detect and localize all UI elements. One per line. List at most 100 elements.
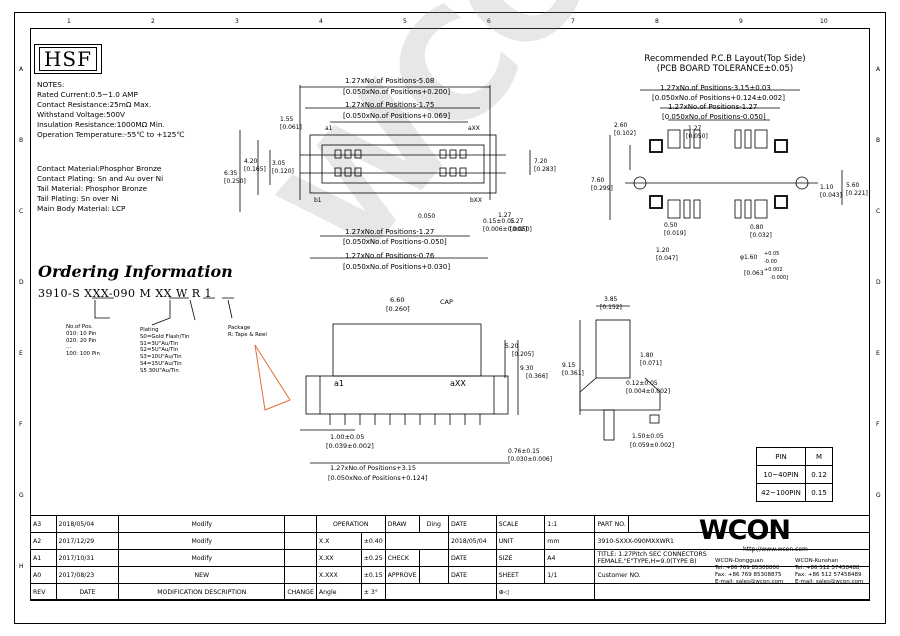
zone-side-e-right: E: [876, 350, 880, 357]
pcb-dim: [0.050]: [686, 133, 708, 140]
dim-text: 0.050: [418, 213, 436, 220]
note-line: Operation Temperature:-55℃ to +125℃: [37, 130, 185, 140]
leader-line: [94, 300, 110, 319]
pcb-dim: [0.063: [744, 270, 764, 277]
zone-side-d-right: D: [876, 279, 881, 286]
pcb-dim: 1.27: [688, 125, 702, 132]
position-option: ...: [66, 344, 72, 351]
plating-option: S1=3U"Au/Tin: [140, 340, 179, 347]
front-dim: 9.30: [520, 365, 534, 372]
office-right-email[interactable]: E-mail: sales@wcon.com: [795, 579, 864, 585]
plating-option: S3=10U"Au/Tin: [140, 354, 182, 361]
dim-text: 1.27xNo.of Positions-1.27: [345, 228, 435, 236]
pin-label: a1: [325, 125, 333, 132]
part-no-label: PART NO.: [594, 515, 629, 533]
pcb-dim: 1.10: [820, 184, 834, 191]
empty-cell: [418, 566, 450, 584]
pcb-pads: [649, 129, 788, 219]
package-list: Package R: Tape & Reel: [228, 325, 267, 339]
side-dim: [0.059±0.002]: [630, 442, 675, 449]
zone-top-10: 10: [820, 18, 828, 25]
scale-label: SCALE: [495, 515, 546, 533]
angle-value: ± 3°: [360, 583, 386, 601]
front-view-pins: [329, 414, 481, 425]
title-line1: 1.27Pitch SEC CONNECTORS: [618, 551, 707, 558]
materials-block: Contact Material:Phosphor Bronze Contact…: [37, 164, 163, 214]
cap-outline: [332, 323, 482, 377]
front-dim: 5.20: [505, 343, 519, 350]
zone-top-1: 1: [67, 18, 71, 25]
package-option: R: Tape & Reel: [228, 331, 267, 338]
zone-side-h: H: [19, 563, 24, 570]
dim-text: 1.27xNo.of Positions-1.75: [345, 101, 435, 109]
pcb-dim: 7.60: [591, 177, 605, 184]
pcb-dim: 1.27xNo.of Positions-3.15±0.03: [660, 84, 771, 92]
pin-cell: 42~100PIN: [756, 483, 806, 502]
scale-value: 1:1: [544, 515, 596, 533]
pin-label: aXX: [468, 125, 480, 132]
ordering-code: 3910-S XXX-090 M XX W R 1: [38, 287, 213, 300]
wcon-logo: WCON: [698, 515, 791, 546]
dim-text: [0.050xNo.of Positions+0.200]: [343, 88, 451, 96]
pcb-dim: φ1.60: [740, 254, 758, 261]
side-dim: 3.85: [604, 296, 618, 303]
zone-top-9: 9: [739, 18, 743, 25]
date-cell: 2017/08/23: [55, 566, 120, 584]
tol-dim: X.X: [315, 532, 362, 550]
material-line: Tail Plating: Sn over Ni: [37, 194, 119, 204]
tol-value: ±0.40: [360, 532, 386, 550]
notes-title: NOTES:: [37, 80, 65, 89]
zone-side-f-right: F: [876, 421, 880, 428]
office-left-email[interactable]: E-mail: sales@wcon.com: [715, 579, 784, 585]
side-view-body: [595, 319, 631, 379]
dim-text: 7.20: [534, 158, 548, 165]
zone-top-8: 8: [655, 18, 659, 25]
pcb-title: Recommended P.C.B Layout(Top Side): [644, 54, 806, 64]
zone-side-f: F: [19, 421, 23, 428]
drawn-date: 2018/05/04: [448, 532, 497, 550]
change-cell: [284, 515, 317, 533]
pcb-subtitle: (PCB BOARD TOLERANCE±0.05): [656, 64, 794, 74]
front-dim: [0.260]: [386, 305, 410, 313]
zone-side-g-right: G: [876, 492, 881, 499]
leader-line: [189, 299, 196, 321]
date-label: DATE: [448, 515, 497, 533]
plating-list: Plating S0=Gold Flash/Tin S1=3U"Au/Tin S…: [140, 327, 189, 375]
front-dim: [0.205]: [512, 351, 534, 358]
dim-text: 1.27: [510, 218, 524, 225]
drawn-by: Ding: [418, 515, 450, 533]
dim-text: [0.283]: [534, 166, 556, 173]
dim-text: [0.006±0.002]: [483, 226, 528, 233]
zone-top-4: 4: [319, 18, 323, 25]
side-dim: [0.004±0.002]: [626, 388, 671, 395]
position-option: 020: 20 Pin: [66, 337, 97, 344]
material-line: Contact Plating: Sn and Au over Ni: [37, 174, 164, 184]
pcb-dim: -0.000]: [770, 275, 789, 281]
pcb-dim: 0.80: [750, 224, 764, 231]
desc-cell: Modify: [118, 532, 286, 550]
note-line: Rated Current:0.5~1.0 AMP: [37, 90, 138, 100]
pin-cell: 10~40PIN: [756, 465, 806, 484]
rev-cell: A2: [30, 532, 57, 550]
date-cell: 2017/10/31: [55, 549, 120, 567]
front-dim: 6.60: [390, 296, 405, 304]
desc-header: MODIFICATION DESCRIPTION: [118, 583, 286, 601]
website[interactable]: http://www.wcon.com: [743, 546, 808, 553]
top-view-contacts: [334, 149, 467, 177]
empty-cell: [384, 532, 450, 550]
front-dim: [0.366]: [526, 373, 548, 380]
side-view-base: [579, 377, 661, 411]
pcb-dim: [0.050xNo.of Positions+0.124±0.002]: [652, 94, 785, 102]
pcb-dim: +0.05: [764, 251, 780, 257]
m-header: M: [805, 447, 833, 466]
plating-option: S0=Gold Flash/Tin: [140, 333, 190, 340]
dim-text: 6.35: [224, 170, 238, 177]
pin-label: bXX: [470, 197, 483, 204]
dim-text: [0.120]: [272, 168, 294, 175]
unit-value: mm: [544, 532, 596, 550]
side-dim: [0.361]: [562, 370, 584, 377]
office-left-fax: Fax: +86 769 85308875: [715, 572, 782, 578]
